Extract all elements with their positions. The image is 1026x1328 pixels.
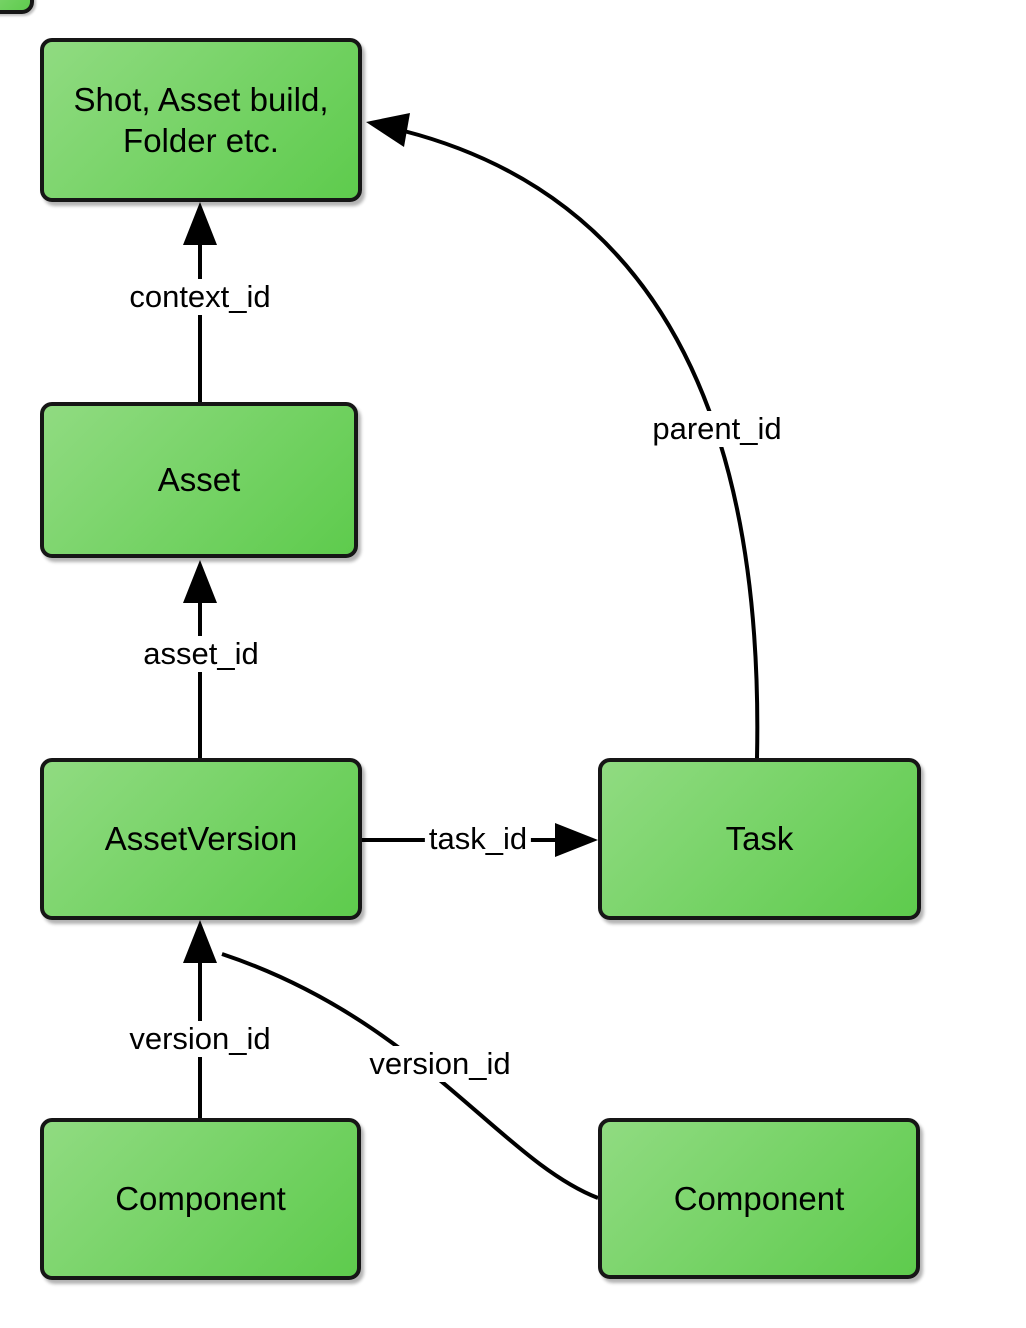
node-task-label: Task: [725, 820, 794, 858]
node-assetversion-label: AssetVersion: [104, 820, 298, 858]
edge-label-asset-id: asset_id: [139, 636, 263, 672]
node-asset-label: Asset: [157, 461, 241, 499]
edge-label-version-id-right: version_id: [365, 1046, 515, 1082]
node-shot-label: Shot, Asset build, Folder etc.: [73, 80, 329, 159]
node-asset: Asset: [40, 402, 358, 558]
node-component-left: Component: [40, 1118, 361, 1280]
node-component-right: Component: [598, 1118, 920, 1279]
edge-context-id-arrowhead: [183, 202, 217, 245]
node-task: Task: [598, 758, 921, 920]
node-component-left-label: Component: [115, 1180, 286, 1218]
edge-task-id-arrowhead: [555, 823, 598, 857]
node-component-right-label: Component: [673, 1179, 845, 1217]
edge-version-id-right-curve: [221, 952, 599, 1200]
edge-parent-id-curve: [403, 129, 760, 759]
node-assetversion: AssetVersion: [40, 758, 362, 920]
edge-label-parent-id: parent_id: [648, 411, 786, 447]
node-partial-offscreen: [0, 0, 34, 14]
edge-version-id-arrowhead: [183, 920, 217, 963]
edge-asset-id-arrowhead: [183, 560, 217, 603]
node-shot-asset-build-folder: Shot, Asset build, Folder etc.: [40, 38, 362, 202]
edge-label-context-id: context_id: [125, 279, 275, 315]
edge-label-task-id: task_id: [424, 821, 532, 857]
edge-label-version-id-left: version_id: [125, 1021, 275, 1057]
edge-parent-id-arrowhead: [366, 113, 410, 147]
